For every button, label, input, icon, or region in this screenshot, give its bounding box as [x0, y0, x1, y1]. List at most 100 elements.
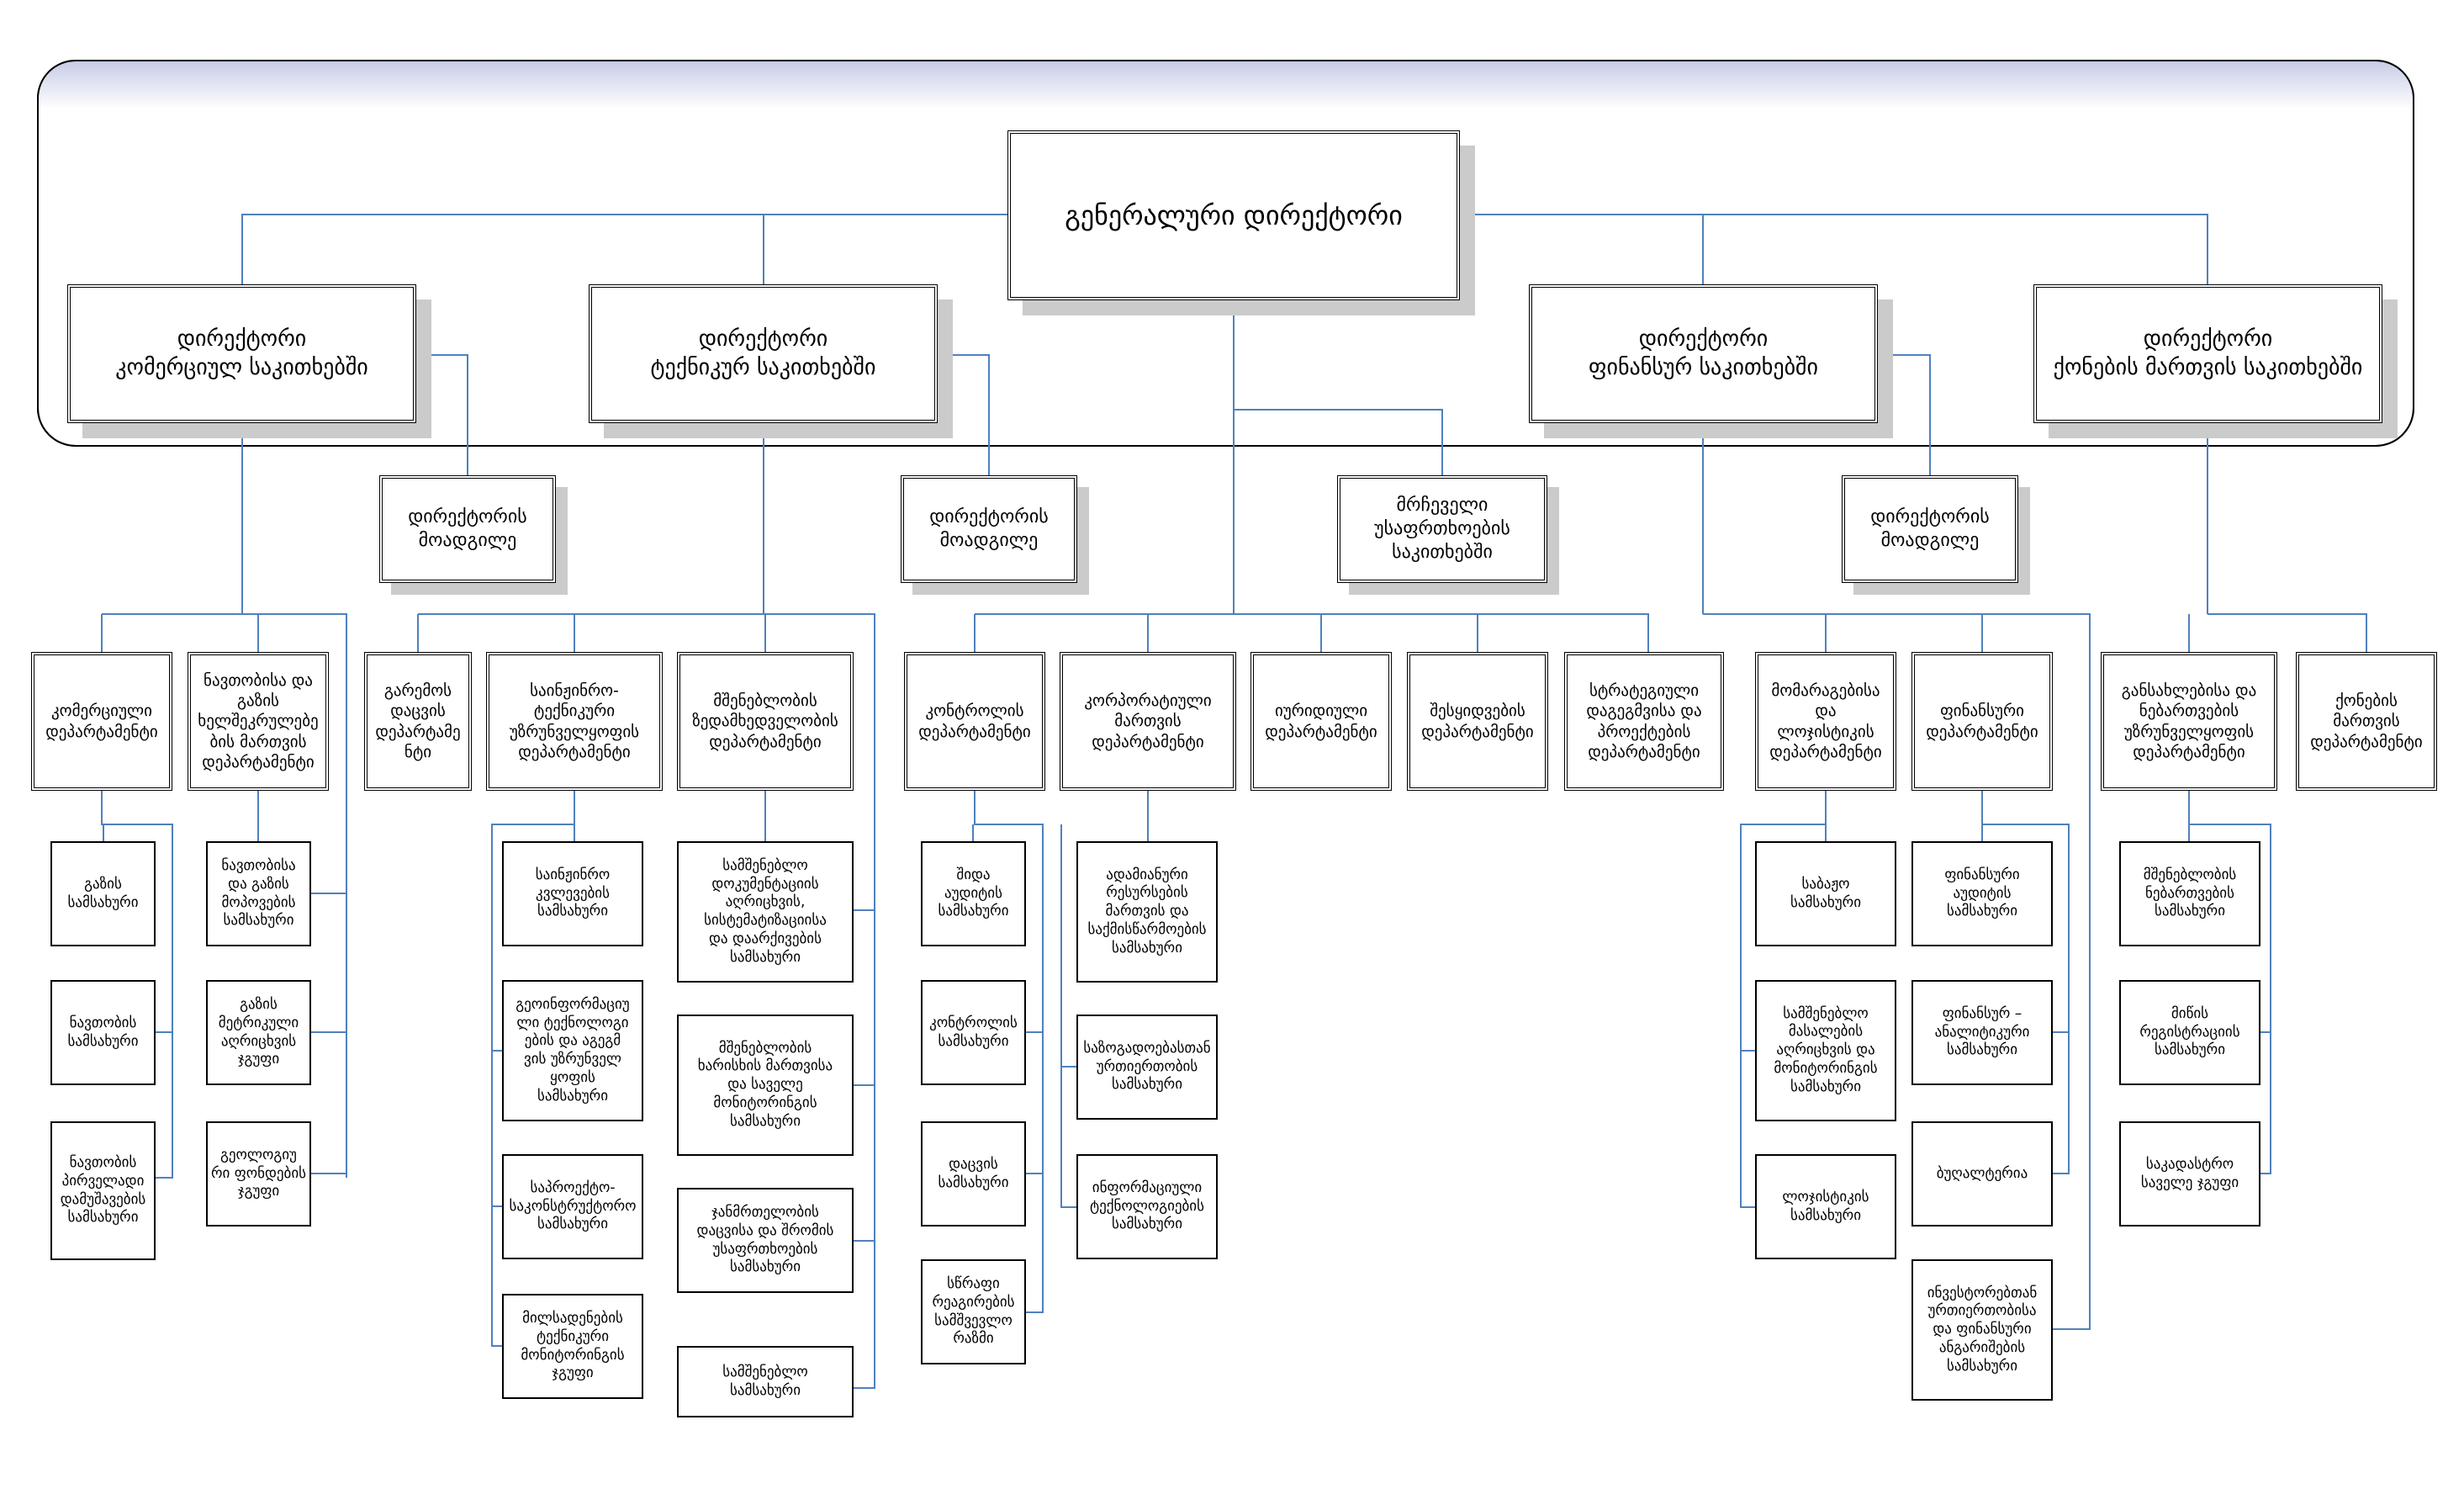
org-node-dir-technical: დირექტორი ტექნიკურ საკითხებში [589, 284, 938, 423]
org-node-dept-commercial: კომერციული დეპარტამენტი [31, 652, 172, 791]
org-node-label: კონტროლის დეპარტამენტი [918, 702, 1031, 741]
org-node-security-advisor: მრჩეველი უსაფრთხოების საკითხებში [1337, 475, 1547, 583]
top-management-panel-header [38, 61, 2414, 109]
org-node-svc-logistics: ლოჯისტიკის სამსახური [1755, 1154, 1896, 1259]
org-node-svc-oil-gas-mining: ნავთობისა და გაზის მოპოვების სამსახური [206, 841, 311, 946]
org-node-label: გეოინფორმაციუ ლი ტექნოლოგი ების და აგეგმ… [516, 995, 630, 1105]
org-node-svc-fin-audit: ფინანსური აუდიტის სამსახური [1911, 841, 2053, 946]
org-node-label: გაზის სამსახური [67, 875, 139, 911]
org-node-svc-investor: ინვესტორებთან ურთიერთობისა და ფინანსური … [1911, 1259, 2053, 1401]
org-node-label: საზოგადოებასთან ურთიერთობის სამსახური [1083, 1039, 1211, 1094]
org-node-label: დირექტორი ფინანსურ საკითხებში [1589, 326, 1818, 380]
connector-line [1460, 214, 2208, 284]
org-node-svc-gas: გაზის სამსახური [50, 841, 156, 946]
org-node-label: მიწის რეგისტრაციის სამსახური [2139, 1004, 2240, 1059]
org-node-label: გეოლოგიუ რი ფონდების ჯგუფი [210, 1146, 307, 1200]
org-node-label: მშენებლობის ზედამხედველობის დეპარტამენტი [692, 691, 838, 751]
org-node-label: სამშენებლო სამსახური [722, 1363, 808, 1399]
org-node-svc-rapid-response: სწრაფი რეაგირების სამშვევლო რაზმი [921, 1259, 1026, 1364]
org-node-label: დირექტორი ქონების მართვის საკითხებში [2053, 326, 2363, 380]
org-node-dept-engineering: საინჟინრო- ტექნიკური უზრუნველყოფის დეპარ… [486, 652, 663, 791]
org-node-svc-geoinformation: გეოინფორმაციუ ლი ტექნოლოგი ების და აგეგმ… [502, 980, 643, 1121]
org-node-label: კომერციული დეპარტამენტი [45, 702, 158, 741]
org-node-label: ფინანსური აუდიტის სამსახური [1944, 866, 2020, 920]
org-node-label: ფინანსურ – ანალიტიკური სამსახური [1934, 1004, 2030, 1059]
org-node-label: დირექტორი ტექნიკურ საკითხებში [650, 326, 876, 380]
org-node-label: საკადასტრო საველე ჯგუფი [2140, 1155, 2239, 1191]
connector-line [418, 613, 875, 1389]
org-node-label: სწრაფი რეაგირების სამშვევლო რაზმი [932, 1275, 1015, 1348]
org-node-svc-hr: ადამიანური რესურსების მართვის და საქმისწ… [1076, 841, 1218, 983]
org-node-label: დირექტორის მოადგილე [1870, 506, 1990, 551]
org-node-svc-accounting: ბუღალტერია [1911, 1121, 2053, 1227]
org-node-dept-control: კონტროლის დეპარტამენტი [904, 652, 1045, 791]
org-node-label: კორპორატიული მართვის დეპარტამენტი [1084, 691, 1212, 751]
org-node-dept-procurement: შესყიდვების დეპარტამენტი [1407, 652, 1548, 791]
org-node-svc-customs: საბაჟო სამსახური [1755, 841, 1896, 946]
org-node-svc-gas-lab: გაზის მეტრიკული აღრიცხვის ჯგუფი [206, 980, 311, 1085]
org-node-dept-legal: იურიდიული დეპარტამენტი [1251, 652, 1392, 791]
connector-line [1703, 613, 2091, 1330]
org-node-dept-property: ქონების მართვის დეპარტამენტი [2296, 652, 2437, 791]
org-node-label: დაცვის სამსახური [938, 1155, 1009, 1191]
org-node-deputy-commercial: დირექტორის მოადგილე [379, 475, 556, 583]
org-node-svc-building: სამშენებლო სამსახური [677, 1346, 854, 1417]
org-node-svc-materials: სამშენებლო მასალების აღრიცხვის და მონიტო… [1755, 980, 1896, 1121]
connector-line [101, 791, 173, 1179]
org-node-label: ნავთობის პირველადი დამუშავების სამსახური [60, 1154, 146, 1227]
org-node-svc-oil: ნავთობის სამსახური [50, 980, 156, 1085]
org-node-dir-commercial: დირექტორი კომერციულ საკითხებში [67, 284, 416, 423]
org-node-dept-financial: ფინანსური დეპარტამენტი [1911, 652, 2053, 791]
connector-line [491, 791, 575, 1347]
org-node-dept-supply: მომარაგებისა და ლოჯისტიკის დეპარტამენტი [1755, 652, 1896, 791]
connector-line [1981, 791, 2070, 1174]
org-node-label: ნავთობისა და გაზის მოპოვების სამსახური [221, 857, 296, 930]
org-node-svc-safety: ჯანმრთელობის დაცვისა და შრომის უსაფრთხოე… [677, 1188, 854, 1293]
org-node-label: ადამიანური რესურსების მართვის და საქმისწ… [1087, 866, 1207, 956]
org-node-dept-development: განსახლებისა და ნებართვების უზრუნველყოფი… [2101, 652, 2277, 791]
org-node-label: სამშენებლო მასალების აღრიცხვის და მონიტო… [1774, 1004, 1878, 1095]
connector-line [2208, 613, 2367, 652]
org-node-dept-environment: გარემოს დაცვის დეპარტამე ნტი [364, 652, 472, 791]
org-node-label: საპროექტო- საკონსტრუქტორო სამსახური [509, 1179, 637, 1233]
org-node-label: ლოჯისტიკის სამსახური [1782, 1188, 1869, 1224]
org-node-svc-pr: საზოგადოებასთან ურთიერთობის სამსახური [1076, 1015, 1218, 1120]
connector-line [938, 354, 990, 475]
org-node-label: განსახლებისა და ნებართვების უზრუნველყოფი… [2121, 681, 2257, 761]
org-node-dir-finance: დირექტორი ფინანსურ საკითხებში [1529, 284, 1878, 423]
connector-line [1234, 409, 1443, 475]
org-node-label: სტრატეგიული დაგეგმვისა და პროექტების დეპ… [1586, 681, 1702, 761]
org-node-label: სამშენებლო დოკუმენტაციის აღრიცხვის, სისტ… [704, 856, 827, 966]
org-node-svc-docs: სამშენებლო დოკუმენტაციის აღრიცხვის, სისტ… [677, 841, 854, 983]
org-node-label: გენერალური დირექტორი [1065, 199, 1403, 231]
org-node-label: მომარაგებისა და ლოჯისტიკის დეპარტამენტი [1769, 681, 1882, 761]
org-node-dept-oil-gas-pipeline: ნავთობისა და გაზის ხელშეკრულებე ბის მართ… [188, 652, 329, 791]
org-node-ceo: გენერალური დირექტორი [1007, 130, 1460, 300]
org-node-label: ინფორმაციული ტექნოლოგიების სამსახური [1090, 1179, 1204, 1233]
org-node-label: კონტროლის სამსახური [929, 1014, 1018, 1050]
org-node-label: ჯანმრთელობის დაცვისა და შრომის უსაფრთხოე… [696, 1204, 834, 1276]
org-node-dept-construction: მშენებლობის ზედამხედველობის დეპარტამენტი [677, 652, 854, 791]
connector-line [1740, 791, 1827, 1208]
org-node-svc-geology: გეოლოგიუ რი ფონდების ჯგუფი [206, 1121, 311, 1227]
org-node-deputy-technical: დირექტორის მოადგილე [901, 475, 1077, 583]
org-node-svc-permits: მშენებლობის ნებართვების სამსახური [2119, 841, 2260, 946]
connector-line [102, 613, 347, 1178]
org-node-label: მშენებლობის ნებართვების სამსახური [2143, 866, 2237, 920]
org-node-deputy-finance: დირექტორის მოადგილე [1842, 475, 2018, 583]
connector-line [763, 214, 1007, 284]
org-node-label: მილსადენების ტექნიკური მონიტორინგის ჯგუფ… [521, 1310, 625, 1382]
org-node-svc-protection: დაცვის სამსახური [921, 1121, 1026, 1227]
org-node-label: შესყიდვების დეპარტამენტი [1421, 702, 1534, 741]
connector-line [1060, 824, 1076, 1208]
org-node-svc-eng-research: საინჟინრო კვლევების სამსახური [502, 841, 643, 946]
org-node-label: გაზის მეტრიკული აღრიცხვის ჯგუფი [218, 996, 299, 1068]
org-node-dept-corporate: კორპორატიული მართვის დეპარტამენტი [1060, 652, 1236, 791]
org-node-svc-control: კონტროლის სამსახური [921, 980, 1026, 1085]
org-node-svc-land-registry: მიწის რეგისტრაციის სამსახური [2119, 980, 2260, 1085]
org-node-label: მშენებლობის ხარისხის მართვისა და საველე … [697, 1039, 833, 1130]
org-node-label: ქონების მართვის დეპარტამენტი [2310, 691, 2423, 751]
org-node-label: იურიდიული დეპარტამენტი [1265, 702, 1377, 741]
org-node-label: გარემოს დაცვის დეპარტამე ნტი [375, 681, 461, 761]
connector-line [416, 354, 468, 475]
